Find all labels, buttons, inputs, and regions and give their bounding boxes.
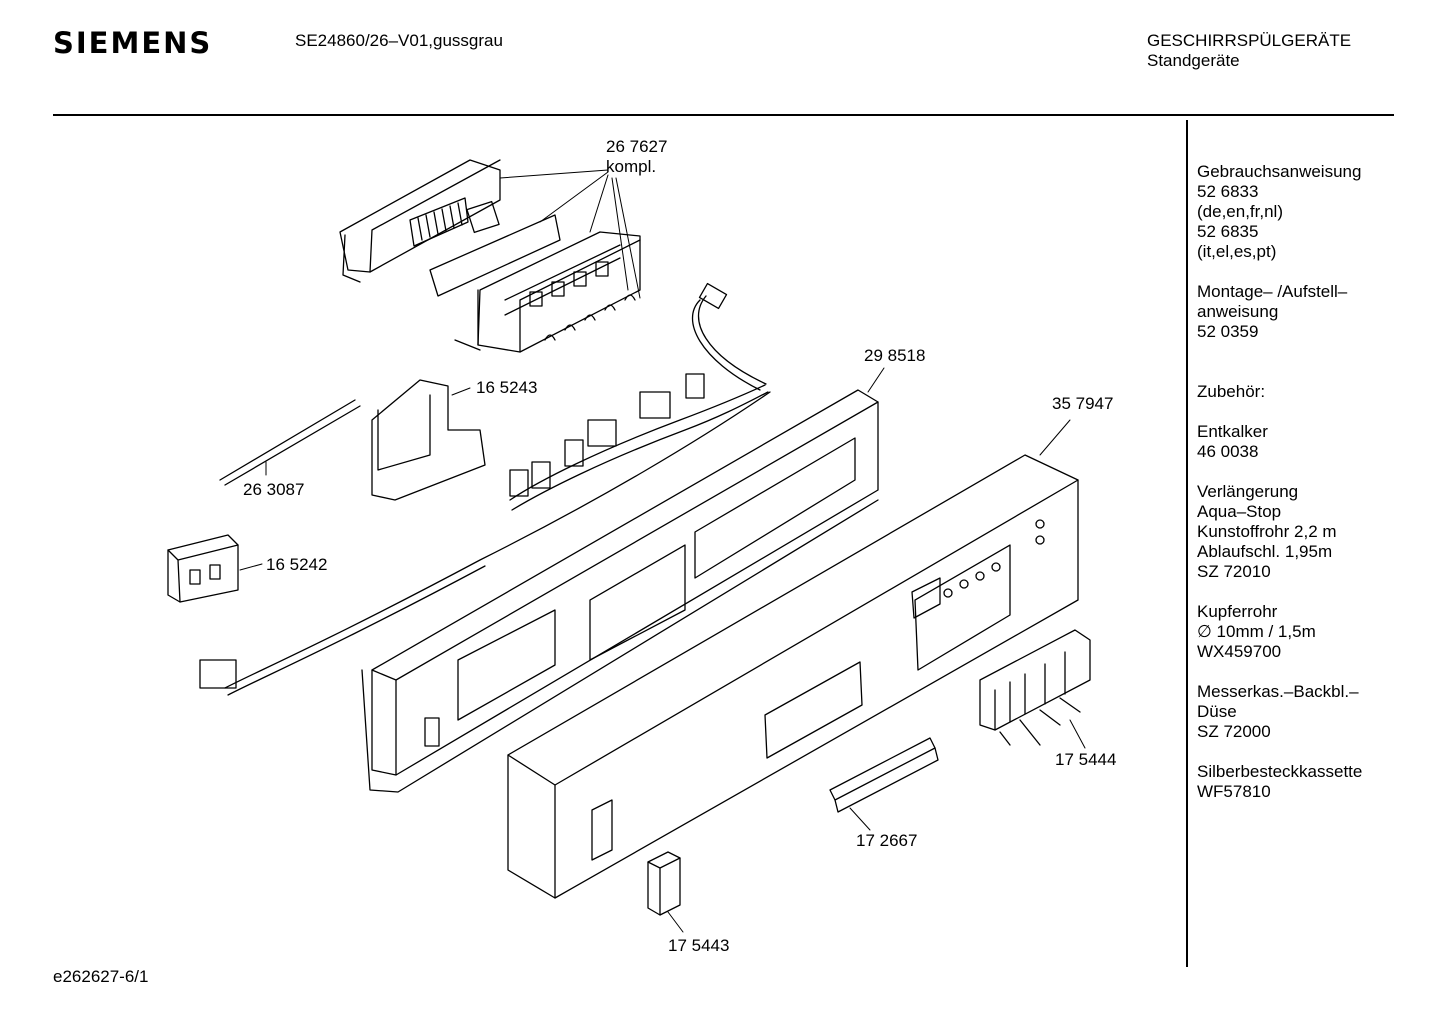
sidebar-line: Düse [1197,702,1237,721]
sidebar-block-extension: Verlängerung Aqua–Stop Kunstoffrohr 2,2 … [1197,482,1362,582]
sidebar-line: SZ 72000 [1197,722,1271,741]
sidebar-line: (it,el,es,pt) [1197,242,1277,261]
sidebar-line: 52 6835 [1197,222,1259,241]
part-note: kompl. [606,157,657,176]
accessories-sidebar: Gebrauchsanweisung 52 6833 (de,en,fr,nl)… [1197,162,1362,822]
part-number: 26 7627 [606,137,668,156]
sidebar-line: Verlängerung [1197,482,1299,501]
part-label-172667: 17 2667 [856,831,918,850]
switch-bracket-drawing [220,380,485,500]
part-label-298518: 29 8518 [864,346,926,365]
trim-strip-drawing [830,738,938,812]
wire-harness-drawing [510,284,768,510]
leader-lines [240,170,1085,932]
sidebar-line: Zubehör: [1197,382,1266,401]
sidebar-line: Ablaufschl. 1,95m [1197,542,1333,561]
sidebar-line: 46 0038 [1197,442,1259,461]
part-label-165242: 16 5242 [266,555,328,574]
sidebar-block-nozzle: Messerkas.–Backbl.– Düse SZ 72000 [1197,682,1362,742]
part-label-175444: 17 5444 [1055,750,1117,769]
sidebar-line: Aqua–Stop [1197,502,1282,521]
category-subtitle: Standgeräte [1147,51,1240,70]
part-label-357947: 35 7947 [1052,394,1114,413]
sidebar-line: Messerkas.–Backbl.– [1197,682,1359,701]
model-number: SE24860/26–V01,gussgrau [295,31,503,50]
knob-drawing [648,852,680,915]
sidebar-line: Silberbesteckkassette [1197,762,1363,781]
sidebar-line: SZ 72010 [1197,562,1271,581]
buttons-drawing [980,630,1090,745]
sidebar-block-cutlery: Silberbesteckkassette WF57810 [1197,762,1362,802]
drawing-id: e262627-6/1 [53,967,149,986]
sidebar-block-descaler: Entkalker 46 0038 [1197,422,1362,462]
sidebar-block-manual: Gebrauchsanweisung 52 6833 (de,en,fr,nl)… [1197,162,1362,262]
sidebar-line: Gebrauchsanweisung [1197,162,1362,181]
part-label-175443: 17 5443 [668,936,730,955]
sidebar-line: WF57810 [1197,782,1271,801]
sidebar-line [1197,362,1362,382]
sidebar-line: WX459700 [1197,642,1282,661]
main-frame-drawing [200,390,878,792]
control-module-drawing [340,160,640,352]
sidebar-line: Kupferrohr [1197,602,1278,621]
sidebar-line: 52 0359 [1197,322,1259,341]
sidebar-block-copper-pipe: Kupferrohr ∅ 10mm / 1,5m WX459700 [1197,602,1362,662]
sidebar-line: (de,en,fr,nl) [1197,202,1283,221]
part-label-263087: 26 3087 [243,480,305,499]
sidebar-block-accessories-heading: Zubehör: [1197,362,1362,402]
sidebar-line: ∅ 10mm / 1,5m [1197,622,1316,641]
sidebar-line: anweisung [1197,302,1279,321]
sidebar-line: Entkalker [1197,422,1268,441]
brand-logo: SIEMENS [53,26,213,60]
sidebar-divider [1186,120,1188,967]
switch-block-drawing [168,535,238,602]
sidebar-block-installation: Montage– /Aufstell– anweisung 52 0359 [1197,282,1362,342]
part-label-165243: 16 5243 [476,378,538,397]
sidebar-line: Montage– /Aufstell– [1197,282,1348,301]
sidebar-line: 52 6833 [1197,182,1259,201]
header-divider [53,114,1394,116]
part-label-267627: 26 7627 kompl. [606,137,667,177]
category-title: GESCHIRRSPÜLGERÄTE [1147,31,1352,50]
exploded-parts-diagram [0,0,1180,1000]
sidebar-line: Kunstoffrohr 2,2 m [1197,522,1337,541]
appliance-category: GESCHIRRSPÜLGERÄTE Standgeräte [1147,31,1351,71]
front-panel-drawing [508,455,1078,898]
